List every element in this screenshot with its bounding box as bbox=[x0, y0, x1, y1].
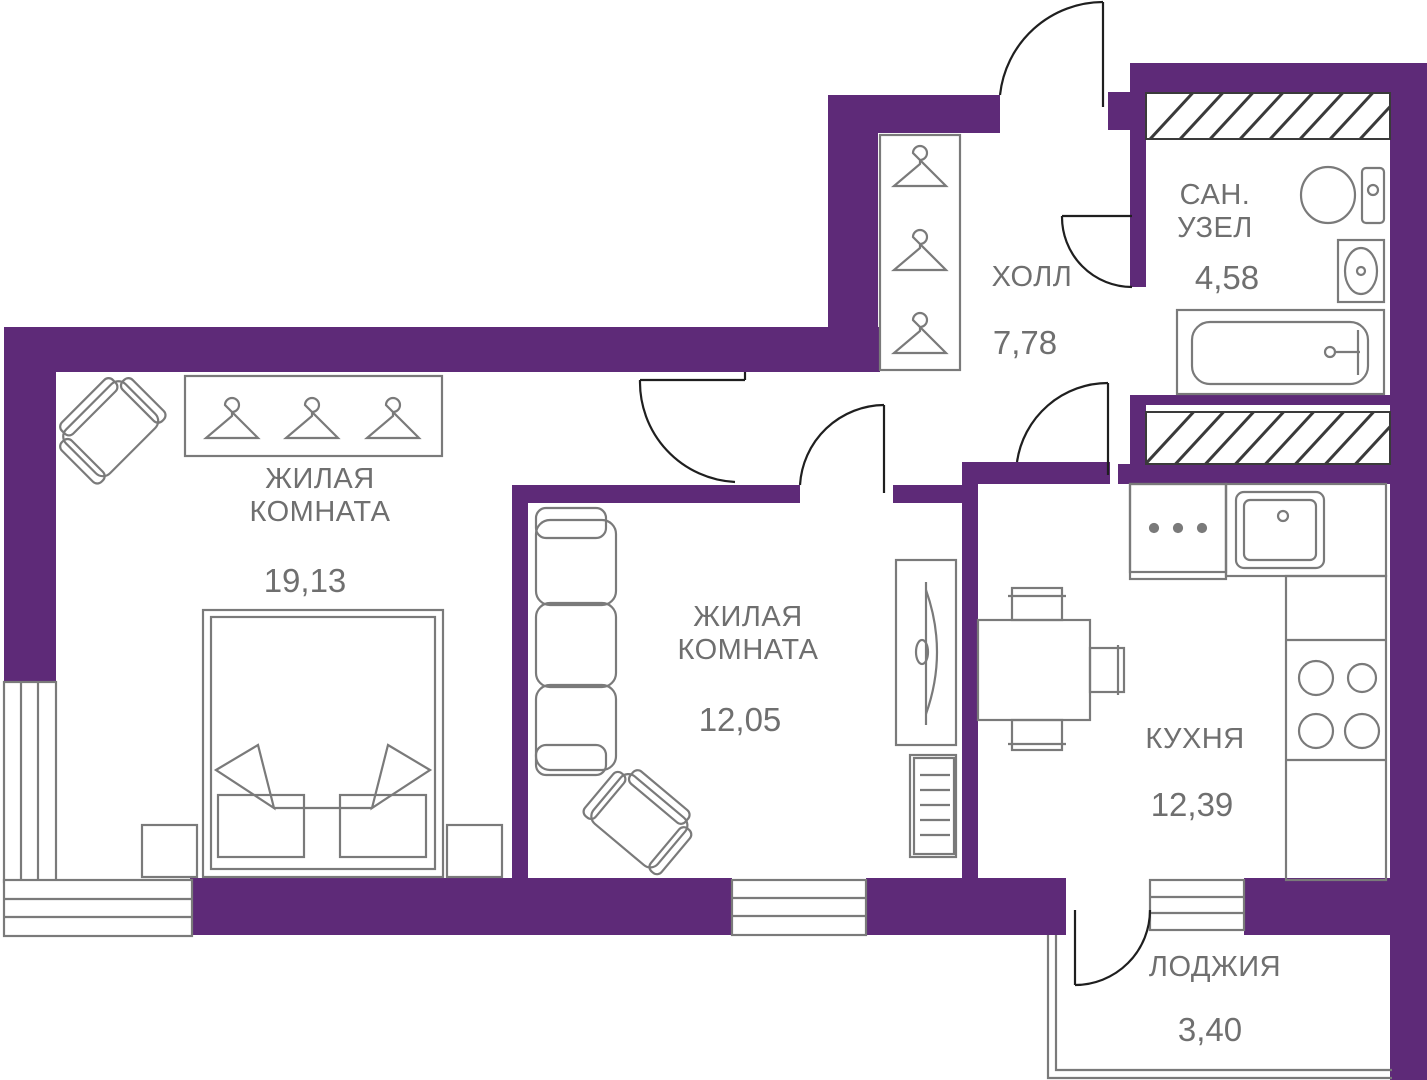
window-left bbox=[2, 680, 194, 938]
living-room-1-area: 19,13 bbox=[263, 562, 347, 599]
loggia-outline bbox=[1046, 935, 1392, 1080]
ventilation-shaft-bottom bbox=[1145, 411, 1391, 465]
walls bbox=[4, 63, 1427, 1080]
bathtub-icon bbox=[1175, 308, 1386, 396]
window-bottom-middle bbox=[730, 878, 868, 937]
armchair-icon bbox=[59, 377, 167, 485]
tv-icon bbox=[894, 558, 958, 747]
living-room-1-label: ЖИЛАЯ КОМНАТА bbox=[249, 463, 391, 528]
stove-icon bbox=[1297, 659, 1381, 750]
living-room-2-label: ЖИЛАЯ КОМНАТА bbox=[677, 601, 819, 666]
bathroom-label: САН. УЗЕЛ bbox=[1177, 179, 1253, 244]
hanger-icon bbox=[890, 144, 949, 188]
toilet-icon bbox=[1299, 165, 1386, 225]
hanger-icon bbox=[363, 396, 422, 440]
loggia-area: 3,40 bbox=[1177, 1011, 1243, 1048]
hanger-icon bbox=[282, 396, 341, 440]
wardrobe-hall bbox=[878, 133, 962, 372]
wardrobe-living bbox=[183, 374, 444, 458]
dining-table-icon bbox=[976, 586, 1126, 752]
kitchen-counter bbox=[1128, 482, 1388, 882]
living-room-2-area: 12,05 bbox=[698, 701, 782, 738]
ventilation-shaft-top bbox=[1145, 92, 1391, 140]
hanger-icon bbox=[890, 311, 949, 355]
hall-area: 7,78 bbox=[992, 324, 1058, 361]
window-kitchen bbox=[1148, 878, 1246, 932]
bathroom-area: 4,58 bbox=[1194, 259, 1260, 296]
doors bbox=[638, 0, 1152, 987]
loggia-label: ЛОДЖИЯ bbox=[1148, 951, 1282, 983]
kitchen-sink-icon bbox=[1234, 490, 1326, 570]
shelf-icon bbox=[908, 753, 958, 859]
kitchen-label: КУХНЯ bbox=[1145, 723, 1245, 755]
hanger-icon bbox=[890, 228, 949, 272]
sofa-icon bbox=[534, 506, 618, 777]
kitchen-area: 12,39 bbox=[1150, 786, 1234, 823]
bed-icon bbox=[140, 608, 504, 879]
hall-label: ХОЛЛ bbox=[991, 261, 1073, 293]
sink-icon bbox=[1336, 238, 1386, 304]
armchair-icon bbox=[582, 769, 693, 876]
hanger-icon bbox=[202, 396, 261, 440]
